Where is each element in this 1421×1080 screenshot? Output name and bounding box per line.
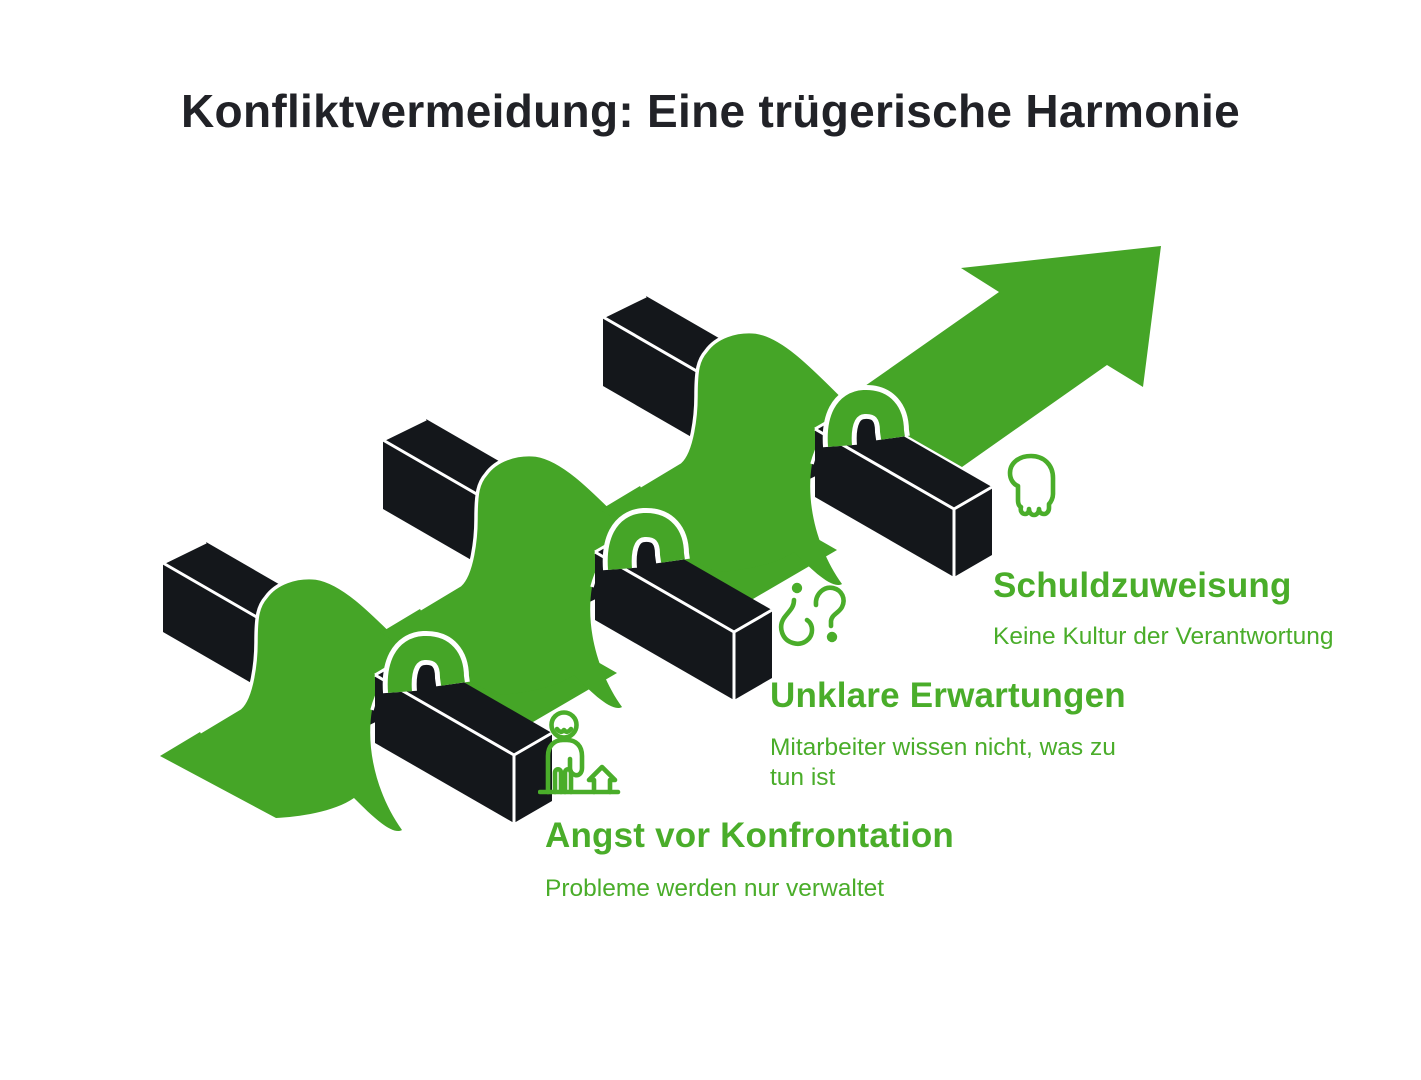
person-house-icon [538,710,621,795]
section-heading: Schuldzuweisung [993,566,1292,605]
section-heading: Angst vor Konfrontation [545,816,954,855]
question-marks-icon [779,582,846,646]
section-body: Probleme werden nur verwaltet [545,875,885,902]
section-angst-vor-konfrontation: Angst vor Konfrontation Probleme werden … [538,710,954,904]
page-title: Konfliktvermeidung: Eine trügerische Har… [181,85,1240,137]
section-body: Mitarbeiter wissen nicht, was zu tun ist [770,734,1116,791]
section-body: Keine Kultur der Verantwortung [993,623,1334,650]
section-schuldzuweisung: Schuldzuweisung Keine Kultur der Verantw… [993,448,1371,652]
ribbon-arrow [845,246,1161,467]
blame-hand-icon [1007,453,1056,518]
section-heading: Unklare Erwartungen [770,676,1126,715]
section-unklare-erwartungen: Unklare Erwartungen Mitarbeiter wissen n… [770,578,1148,793]
